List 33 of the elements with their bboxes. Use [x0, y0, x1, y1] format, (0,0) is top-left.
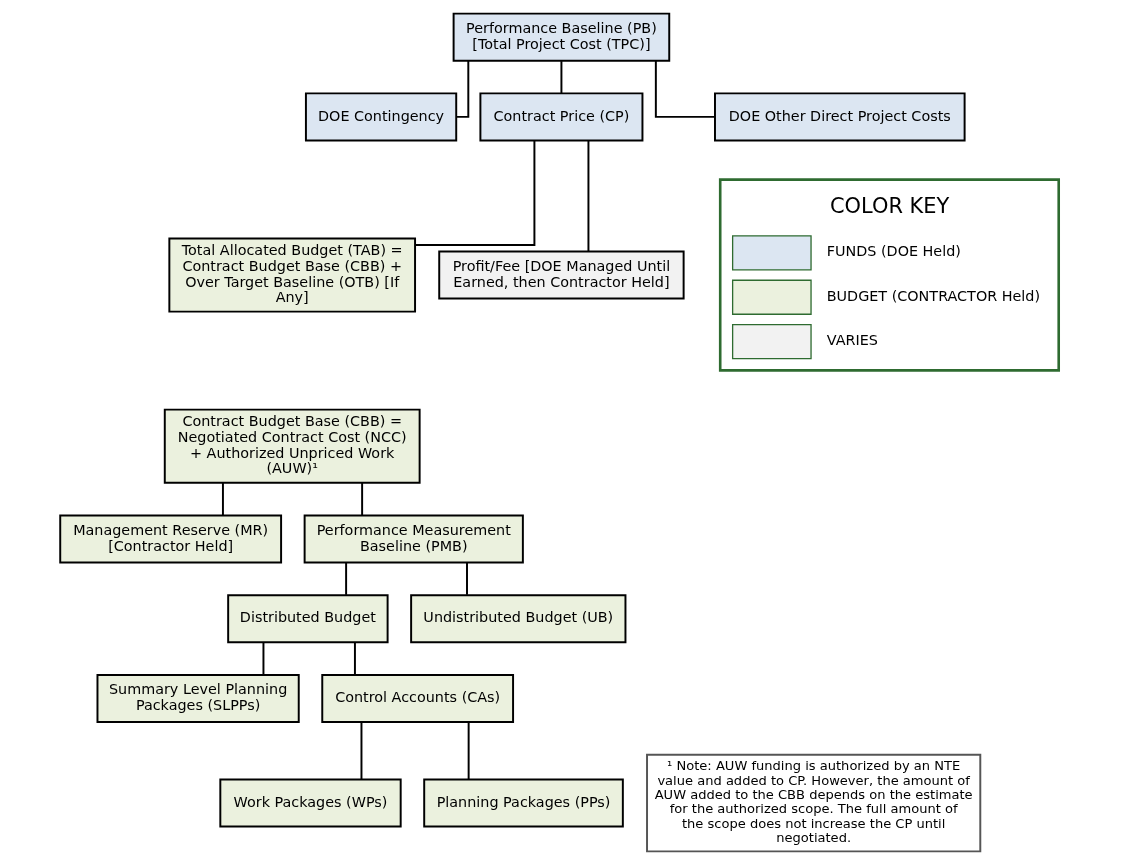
connector [559, 60, 562, 94]
connector [360, 481, 363, 517]
connector [221, 481, 224, 517]
connector [586, 139, 589, 253]
node-box: Total Allocated Budget (TAB) = Contract Budget Base (CBB) + Over Target Baseline (OTB) [If Any] [167, 237, 416, 313]
connector [360, 721, 362, 781]
connector [467, 721, 470, 781]
node-box: Performance Baseline (PB) [Total Project Cost (TPC)] [452, 12, 670, 62]
node-box: Contract Price (CP) [478, 92, 643, 142]
node-box: Planning Packages (PPs) [422, 778, 624, 828]
connector [344, 561, 347, 596]
connector [261, 641, 264, 676]
connector [654, 60, 716, 118]
connector [455, 60, 469, 118]
node-box: ¹ Note: AUW funding is authorized by an NTE value and added to CP. However, the amount of AUW added to the CBB depends on the estimate for the authorized scope. The full amount of the scope does not increase the CP until negotiated. [645, 753, 981, 853]
node-box: Control Accounts (CAs) [320, 673, 514, 723]
node-box: Undistributed Budget (UB) [409, 594, 626, 644]
node-box: Performance Measurement Baseline (PMB) [303, 514, 524, 564]
node-box: DOE Other Direct Project Costs [713, 92, 966, 142]
connector [413, 140, 535, 246]
legend-label: VARIES [826, 332, 878, 349]
node-box: Summary Level Planning Packages (SLPPs) [96, 673, 300, 723]
node-box: Distributed Budget [226, 594, 389, 644]
node-box: Work Packages (WPs) [218, 778, 402, 828]
node-box: Management Reserve (MR) [Contractor Held] [58, 514, 282, 564]
node-box: DOE Contingency [304, 92, 457, 142]
legend-label: BUDGET (CONTRACTOR Held) [826, 287, 1040, 304]
connector [465, 561, 468, 596]
node-box: Contract Budget Base (CBB) = Negotiated Contract Cost (NCC) + Authorized Unpriced Work (AUW)¹ [163, 408, 421, 484]
node-box: Profit/Fee [DOE Managed Until Earned, then Contractor Held] [437, 250, 685, 300]
label: COLOR KEY [829, 194, 949, 219]
legend-label: FUNDS (DOE Held) [826, 243, 961, 260]
connector [353, 641, 356, 676]
